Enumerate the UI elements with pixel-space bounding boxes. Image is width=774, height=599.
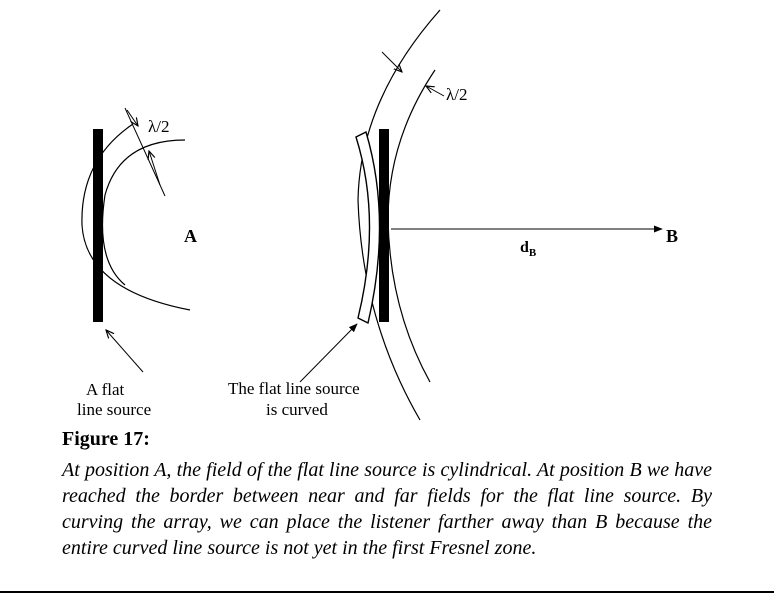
caption-body: At position A, the field of the flat lin… xyxy=(62,459,712,559)
lambda-half-label-right: λ/2 xyxy=(446,85,467,104)
curved-source-label-line1: The flat line source xyxy=(228,379,360,398)
bottom-border-line xyxy=(0,591,774,593)
flat-line-source-bar xyxy=(93,129,103,322)
inner-wavefront-arc xyxy=(101,139,186,286)
outer-wavefront-arc xyxy=(81,123,191,311)
distance-db-subscript: B xyxy=(529,247,537,259)
lambda-half-label-left: λ/2 xyxy=(148,117,169,136)
distance-db-main: d xyxy=(520,239,529,256)
distance-db-label: dB xyxy=(520,239,537,259)
lambda-tick-arrow-top xyxy=(126,109,138,126)
curved-line-source-outline xyxy=(355,131,381,325)
lambda-tick-arrow-right-outer xyxy=(381,51,402,72)
lambda-tick-arrow-bottom xyxy=(149,151,161,186)
flat-source-pointer-arrow xyxy=(106,330,144,373)
flat-line-source-bar-b xyxy=(379,129,389,322)
far-wavefront-arc-inner xyxy=(387,69,436,383)
position-b-label: B xyxy=(666,226,678,246)
flat-source-label-line1: A flat xyxy=(86,380,125,399)
curved-source-label-line2: is curved xyxy=(266,400,328,419)
caption-title: Figure 17: xyxy=(62,428,150,450)
flat-source-label-line2: line source xyxy=(77,400,151,419)
lambda-tick-arrow-right-inner xyxy=(426,86,445,97)
position-a-label: A xyxy=(184,226,197,246)
curved-source-pointer-arrow xyxy=(299,323,358,383)
